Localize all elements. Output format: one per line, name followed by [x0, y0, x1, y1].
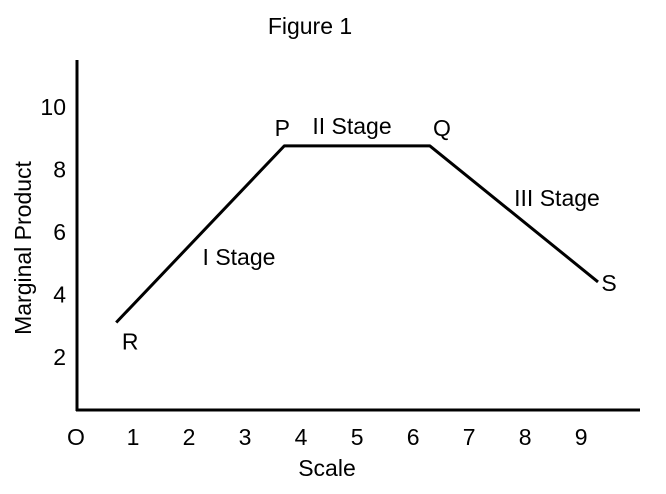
series-layer — [115, 144, 599, 324]
point-label-q: Q — [433, 115, 451, 141]
stage-ii-label: II Stage — [312, 113, 391, 139]
x-axis-label: Scale — [298, 455, 356, 481]
x-tick-label: 6 — [407, 424, 420, 450]
x-tick-label: 2 — [183, 424, 196, 450]
x-tick-label: 9 — [575, 424, 588, 450]
x-tick-label: 8 — [519, 424, 532, 450]
y-tick-label: 8 — [53, 156, 66, 182]
y-tick-label: 2 — [53, 344, 66, 370]
point-label-r: R — [122, 329, 139, 355]
stage-iii-label: III Stage — [514, 185, 600, 211]
marginal-product-line — [115, 144, 599, 324]
chart-title: Figure 1 — [268, 13, 352, 39]
x-tick-labels: 1 2 3 4 5 6 7 8 9 — [127, 424, 588, 450]
y-tick-label: 10 — [40, 94, 66, 120]
x-tick-label: 1 — [127, 424, 140, 450]
y-axis-label: Marginal Product — [10, 160, 36, 334]
x-tick-label: 4 — [295, 424, 308, 450]
x-tick-label: 7 — [463, 424, 476, 450]
x-tick-label: 5 — [351, 424, 364, 450]
x-tick-label: 3 — [239, 424, 252, 450]
y-tick-labels: 2 4 6 8 10 — [40, 94, 66, 370]
y-tick-label: 6 — [53, 219, 66, 245]
point-label-s: S — [601, 270, 616, 296]
stage-i-label: I Stage — [203, 244, 276, 270]
y-tick-label: 4 — [53, 281, 66, 307]
point-labels: R P Q S — [122, 115, 617, 355]
origin-label: O — [67, 424, 85, 450]
point-label-p: P — [275, 115, 290, 141]
